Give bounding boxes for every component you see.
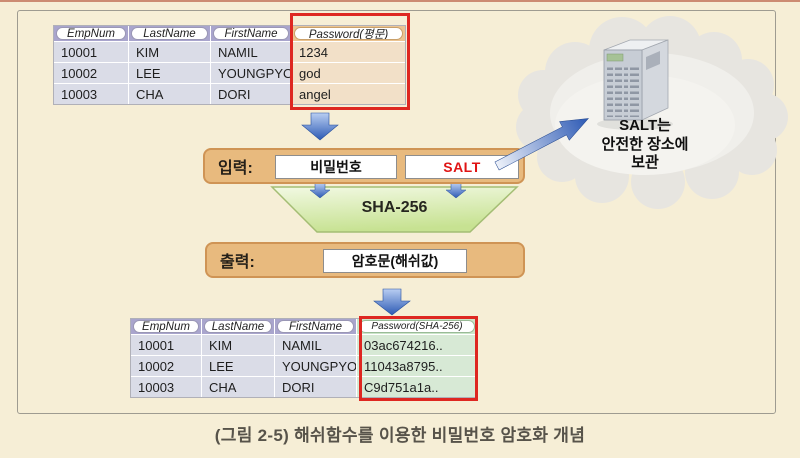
table-cell-hash: 11043a8795.. xyxy=(357,356,477,376)
table-cell: 10002 xyxy=(54,63,128,83)
table-cell: KIM xyxy=(129,42,210,62)
plaintext-password-highlight-box xyxy=(290,13,410,110)
figure-frame xyxy=(17,10,776,414)
table-cell: KIM xyxy=(202,335,274,355)
output-bar: 출력: 암호문(해쉬값) xyxy=(205,242,525,278)
table-cell: 10003 xyxy=(131,377,201,397)
table-cell: LEE xyxy=(129,63,210,83)
column-header-label: EmpNum xyxy=(56,27,126,40)
column-header-password: Password(평문) xyxy=(292,26,405,41)
table-cell: CHA xyxy=(202,377,274,397)
column-header: EmpNum xyxy=(131,319,201,334)
column-header: FirstName xyxy=(211,26,291,41)
salt-input-box: SALT xyxy=(405,155,519,179)
table-cell-password: god xyxy=(292,63,405,83)
column-header: LastName xyxy=(202,319,274,334)
table-cell-password: 1234 xyxy=(292,42,405,62)
table-cell-password: angel xyxy=(292,84,405,104)
hash-output-box: 암호문(해쉬값) xyxy=(323,249,467,273)
column-header-password: Password(SHA-256) xyxy=(357,319,477,334)
hash-function-label: SHA-256 xyxy=(361,199,428,216)
table-cell-hash: 03ac674216.. xyxy=(357,335,477,355)
output-label: 출력: xyxy=(220,254,255,271)
salt-storage-note-line2: 안전한 장소에 xyxy=(601,135,689,153)
input-bar: 입력: 비밀번호 SALT xyxy=(203,148,525,184)
hashed-password-highlight-box xyxy=(359,316,478,401)
table-cell: YOUNGPYO xyxy=(275,356,356,376)
table-cell: NAMIL xyxy=(275,335,356,355)
table-cell: YOUNGPYO xyxy=(211,63,291,83)
table-cell: DORI xyxy=(211,84,291,104)
hashed-password-table: EmpNum LastName FirstName Password(SHA-2… xyxy=(130,318,478,398)
column-header-label: Password(평문) xyxy=(294,27,403,40)
column-header: LastName xyxy=(129,26,210,41)
column-header-label: FirstName xyxy=(213,27,289,40)
page-top-rule xyxy=(0,0,800,2)
salt-storage-note-line1: SALT는 xyxy=(619,117,671,134)
table-cell: DORI xyxy=(275,377,356,397)
column-header-label: EmpNum xyxy=(133,320,199,333)
table-cell: 10001 xyxy=(131,335,201,355)
table-cell: 10003 xyxy=(54,84,128,104)
table-cell: CHA xyxy=(129,84,210,104)
column-header-label: LastName xyxy=(204,320,272,333)
plaintext-password-table: EmpNum LastName FirstName Password(평문) 1… xyxy=(53,25,406,105)
figure-caption: (그림 2-5) 해쉬함수를 이용한 비밀번호 암호화 개념 xyxy=(214,426,586,445)
table-cell: LEE xyxy=(202,356,274,376)
table-cell: NAMIL xyxy=(211,42,291,62)
column-header: EmpNum xyxy=(54,26,128,41)
column-header-label: LastName xyxy=(131,27,208,40)
table-cell-hash: C9d751a1a.. xyxy=(357,377,477,397)
salt-storage-note-line3: 보관 xyxy=(631,154,659,171)
table-cell: 10001 xyxy=(54,42,128,62)
salt-storage-note: SALT는 안전한 장소에 보관 xyxy=(558,117,732,173)
column-header: FirstName xyxy=(275,319,356,334)
column-header-label: FirstName xyxy=(277,320,354,333)
table-cell: 10002 xyxy=(131,356,201,376)
password-input-box: 비밀번호 xyxy=(275,155,397,179)
input-label: 입력: xyxy=(218,160,253,177)
